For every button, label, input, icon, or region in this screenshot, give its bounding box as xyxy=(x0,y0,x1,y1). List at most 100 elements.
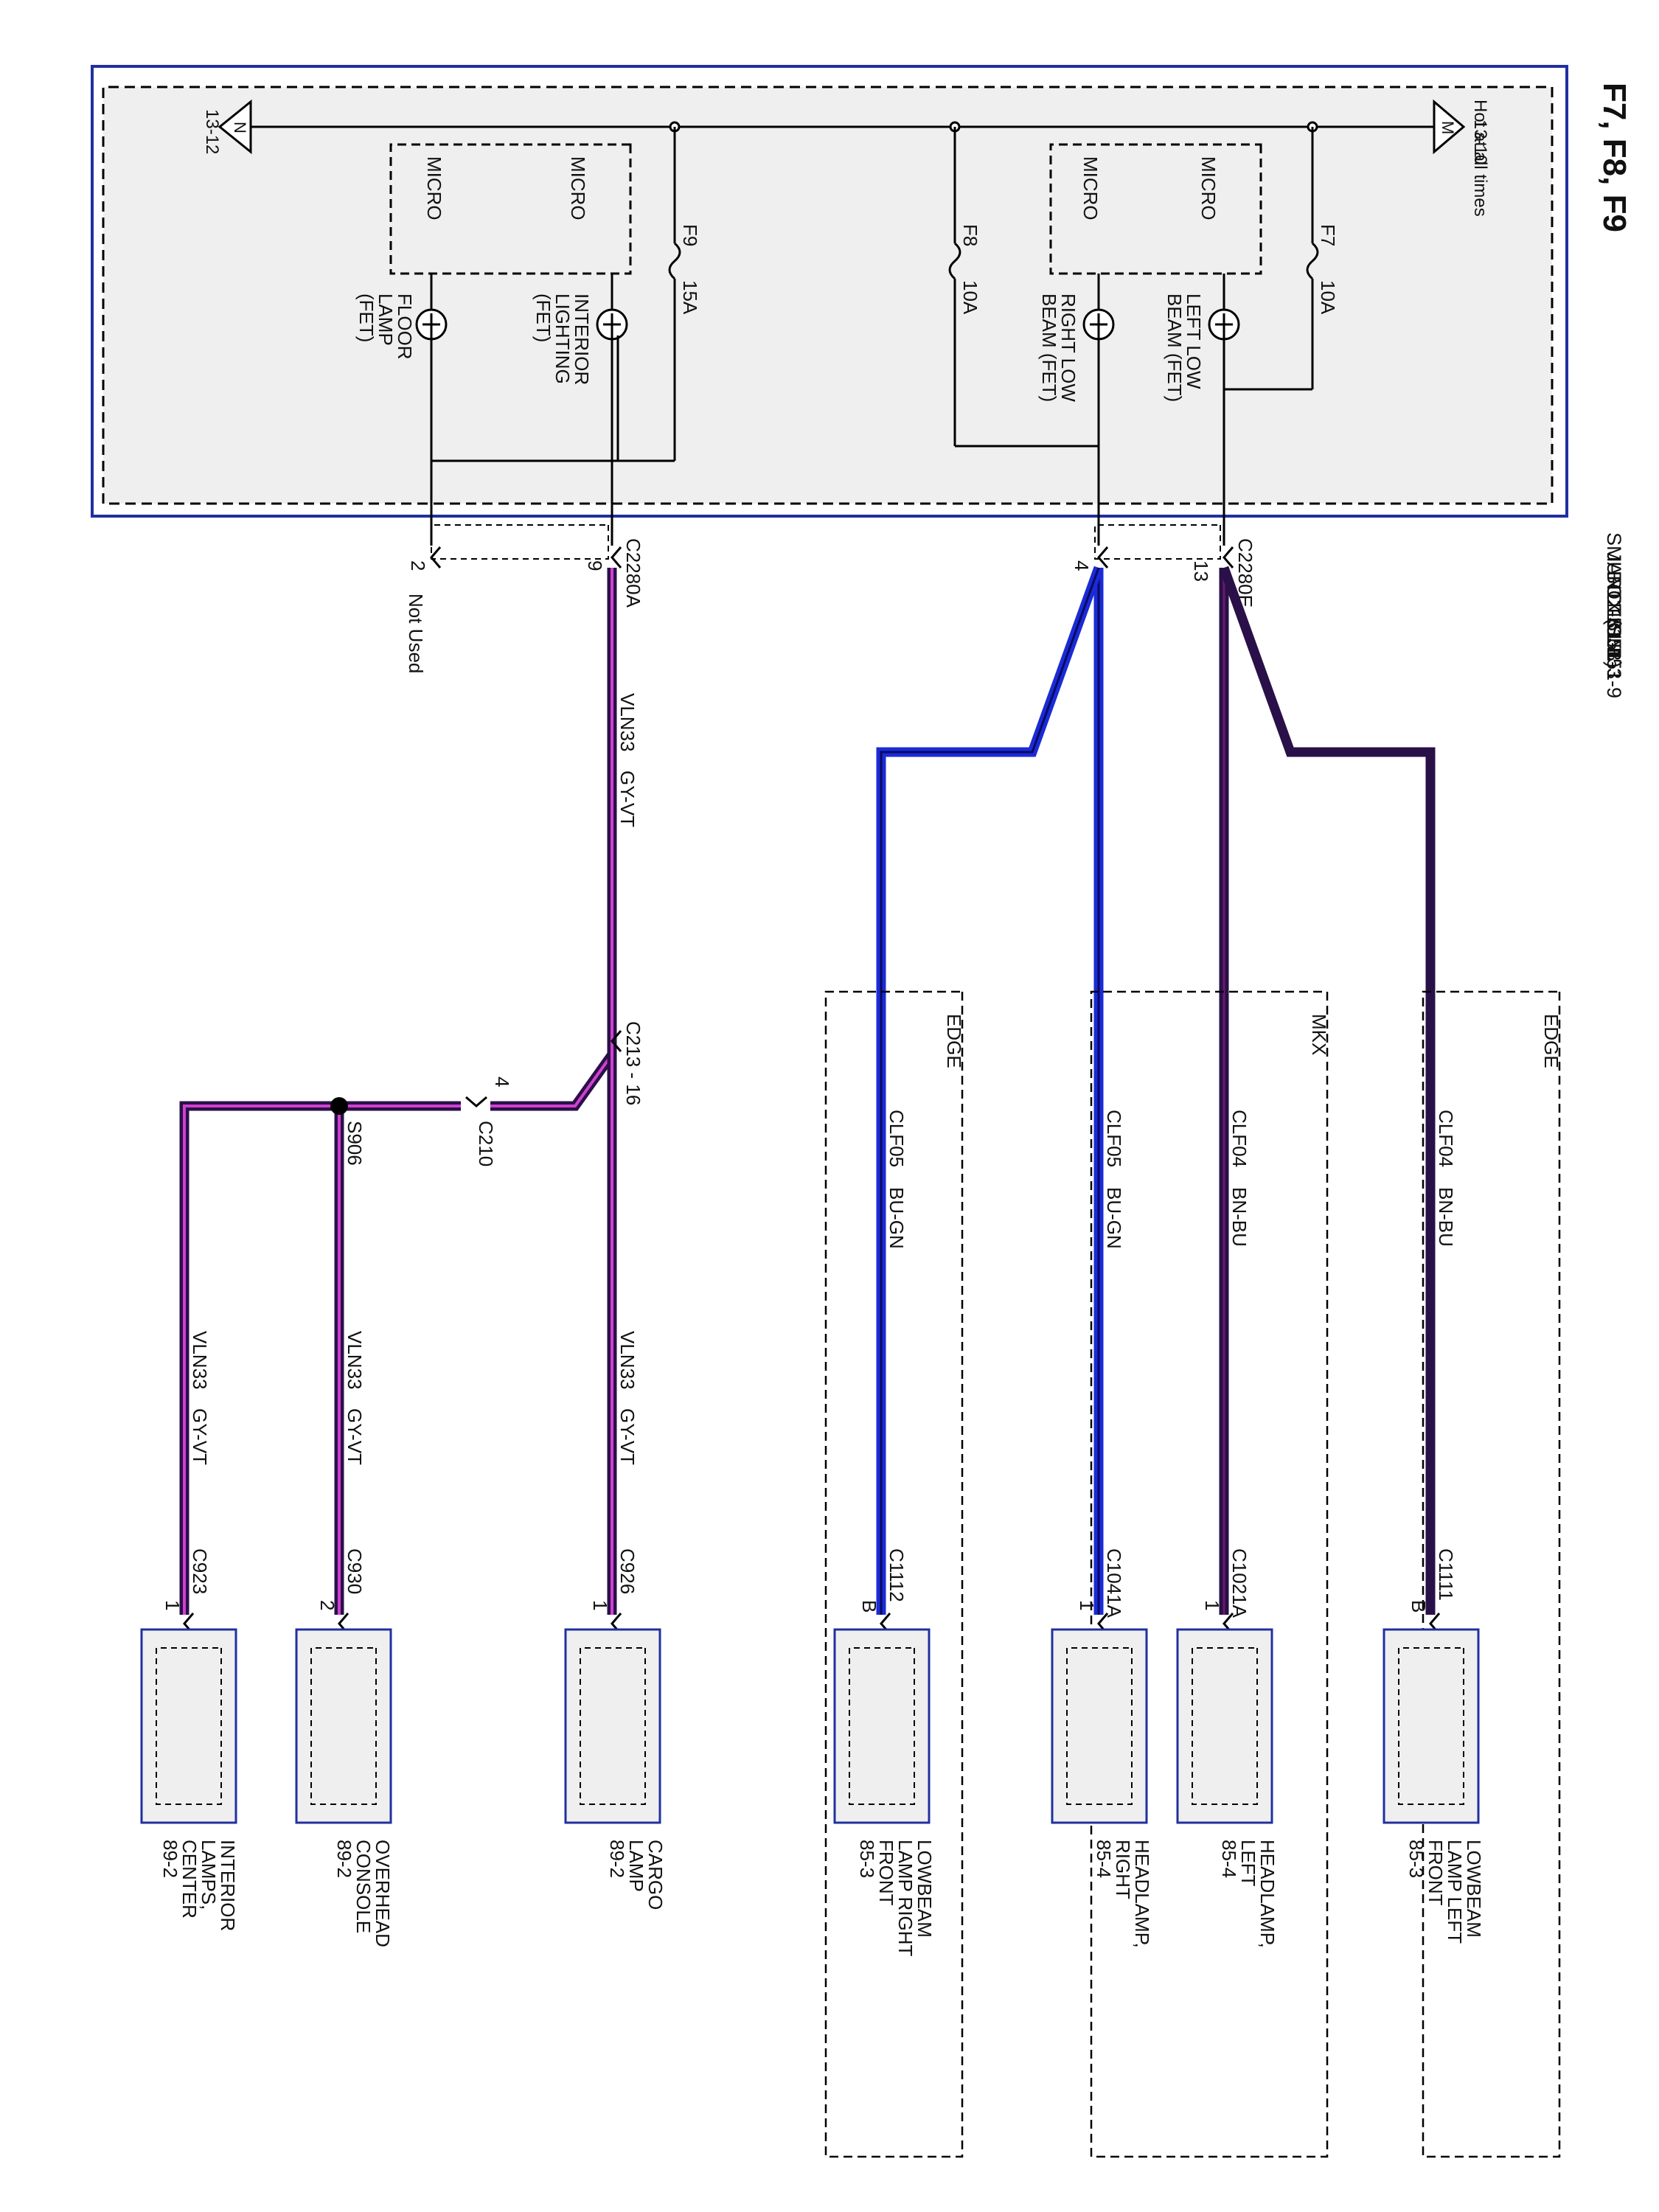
fet-floor-lamp: FLOOR LAMP (FET) xyxy=(355,274,448,546)
fet-right-low-beam: RIGHT LOW BEAM (FET) xyxy=(1038,274,1115,546)
load-interior-lamps-center: C923 1 INTERIOR LAMPS, CENTER 89-2 xyxy=(140,1548,239,1931)
wire-circuit: VLN33 xyxy=(616,693,639,752)
load-label: LOWBEAM xyxy=(1463,1840,1485,1938)
connector-c2280e: C2280E 13 4 xyxy=(1071,524,1256,608)
sjb-label-line: BOX (SJB) xyxy=(1603,571,1625,668)
wire-circuit: VLN33 xyxy=(344,1331,366,1390)
hot-flag-icon xyxy=(1433,99,1466,155)
connector-c213: C213 - 16 xyxy=(611,1021,644,1105)
load-pin: 1 xyxy=(589,1600,611,1610)
load-pin: 1 xyxy=(1076,1600,1098,1610)
ground-ref: 13-12 xyxy=(202,109,222,154)
not-used-label: Not Used xyxy=(405,594,427,673)
wire-color: GY-VT xyxy=(344,1408,366,1465)
load-headlamp-right: C1041A 1 HEADLAMP, RIGHT 85-4 xyxy=(1051,1548,1153,1948)
fet-left-low-beam: LEFT LOW BEAM (FET) xyxy=(1164,274,1240,546)
micro-label: MICRO xyxy=(423,156,445,220)
connector-pin: 13 xyxy=(1190,560,1212,582)
load-overhead-console: C930 2 OVERHEAD CONSOLE 89-2 xyxy=(295,1548,394,1947)
load-pin: 1 xyxy=(1201,1600,1223,1610)
fet-label: BEAM (FET) xyxy=(1038,293,1060,402)
connector-pin: 4 xyxy=(1071,560,1093,571)
load-headlamp-left: C1021A 1 HEADLAMP, LEFT 85-4 xyxy=(1176,1548,1279,1948)
wire-clf04: CLF04 BN-BU CLF04 BN-BU xyxy=(1219,566,1457,1615)
micro-label: MICRO xyxy=(567,156,589,220)
fet-label: (FET) xyxy=(532,293,554,342)
load-label: 85-4 xyxy=(1093,1840,1115,1878)
fet-label: RIGHT LOW xyxy=(1057,293,1079,402)
load-label: LEFT xyxy=(1237,1840,1259,1887)
fuse-id: F9 xyxy=(679,224,701,246)
load-label: HEADLAMP, xyxy=(1131,1840,1153,1948)
hot-flag-letter: M xyxy=(1439,121,1457,134)
wire-color: GY-VT xyxy=(616,771,639,827)
variant-label: EDGE xyxy=(1540,1014,1562,1068)
load-label: FRONT xyxy=(1425,1840,1447,1906)
wire-color: GY-VT xyxy=(616,1408,639,1465)
micro-box-interior xyxy=(389,143,632,275)
wire-color: BN-BU xyxy=(1228,1187,1251,1247)
load-label: LAMP LEFT xyxy=(1444,1840,1466,1944)
load-label: HEADLAMP, xyxy=(1256,1840,1279,1948)
variant-label: EDGE xyxy=(943,1014,965,1068)
wire-circuit: CLF04 xyxy=(1435,1110,1457,1167)
wire-circuit: VLN33 xyxy=(189,1331,211,1390)
load-lowbeam-left: C1111 B LOWBEAM LAMP LEFT FRONT 85-3 xyxy=(1382,1548,1485,1944)
load-label: LAMP RIGHT xyxy=(894,1840,917,1957)
variant-box-edge-left xyxy=(1422,990,1561,2158)
connector-name: C213 - 16 xyxy=(622,1021,644,1105)
fuse-f7: F7 10A xyxy=(1222,127,1339,391)
fet-label: LEFT LOW xyxy=(1183,293,1205,389)
load-connector: C926 xyxy=(616,1548,639,1594)
sjb-label-line: 151-3 xyxy=(1603,628,1625,679)
load-label: CARGO xyxy=(644,1840,667,1910)
wire-circuit: CLF05 xyxy=(886,1110,908,1167)
load-connector: C1112 xyxy=(886,1548,908,1602)
sjb-label-line: 151-1 xyxy=(1603,609,1625,660)
load-label: 89-2 xyxy=(159,1840,181,1878)
micro-label: MICRO xyxy=(1197,156,1220,220)
connector-pin: 4 xyxy=(491,1077,513,1087)
splice-s906: S906 xyxy=(330,1097,366,1166)
micro-label: MICRO xyxy=(1079,156,1102,220)
load-label: LAMP xyxy=(625,1840,647,1892)
sjb-label-line: 151-9 xyxy=(1603,647,1625,698)
fuse-rating: 15A xyxy=(679,280,701,315)
load-label: OVERHEAD xyxy=(372,1840,394,1947)
sjb-outer-frame xyxy=(91,65,1568,518)
fet-label: FLOOR xyxy=(394,293,416,360)
load-connector: C1111 xyxy=(1435,1548,1457,1601)
connector-name: C210 xyxy=(475,1121,497,1166)
load-pin: B xyxy=(858,1600,880,1613)
load-label: 89-2 xyxy=(606,1840,628,1878)
ground-flag-letter: N xyxy=(231,122,249,133)
splice-name: S906 xyxy=(344,1121,366,1166)
load-pin: B xyxy=(1408,1600,1430,1613)
load-connector: C1021A xyxy=(1228,1548,1251,1618)
hot-ref: 13-10 xyxy=(1470,119,1490,164)
connector-name: C2280A xyxy=(622,538,644,608)
hot-at-all-times-label: Hot at all times xyxy=(1470,100,1490,217)
load-pin: 2 xyxy=(316,1600,338,1610)
load-pin: 1 xyxy=(161,1600,184,1610)
wire-color: BN-BU xyxy=(1435,1187,1457,1247)
variant-box-edge-right xyxy=(824,990,964,2158)
wire-color: BU-GN xyxy=(1103,1187,1125,1249)
page-title: F7, F8, F9 xyxy=(1596,83,1632,232)
sjb-label-line: SMART xyxy=(1603,532,1625,602)
wire-vln33: VLN33 GY-VT VLN33 GY-VT VLN33 GY-VT VLN3… xyxy=(179,568,639,1615)
fet-label: (FET) xyxy=(355,293,378,342)
load-label: 89-2 xyxy=(333,1840,355,1878)
sjb-label-line: JUNCTION xyxy=(1603,552,1625,653)
variant-label: MKX xyxy=(1308,1014,1330,1055)
variant-box-mkx xyxy=(1090,990,1329,2158)
wire-clf05: CLF05 BU-GN CLF05 BU-GN xyxy=(876,566,1125,1615)
micro-box-headlamps xyxy=(1049,143,1262,275)
fuse-id: F7 xyxy=(1317,224,1339,246)
sjb-label-line: 11-3 xyxy=(1603,590,1625,628)
fuse-f8: F8 10A xyxy=(948,127,1100,448)
sjb-label: SMART JUNCTION BOX (SJB) 11-3 151-1 151-… xyxy=(1603,532,1625,698)
fet-label: BEAM (FET) xyxy=(1164,293,1186,402)
load-connector: C923 xyxy=(189,1548,211,1594)
